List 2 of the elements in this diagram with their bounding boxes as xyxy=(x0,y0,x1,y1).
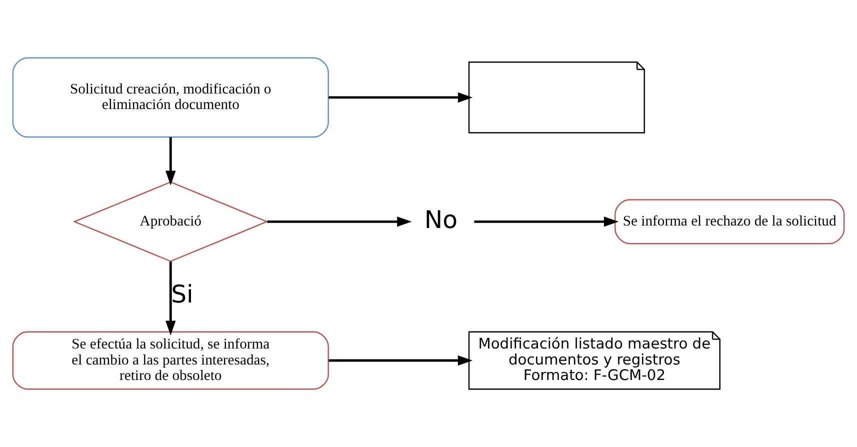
edge-label: Si xyxy=(171,280,194,309)
node-text: No xyxy=(424,204,458,234)
